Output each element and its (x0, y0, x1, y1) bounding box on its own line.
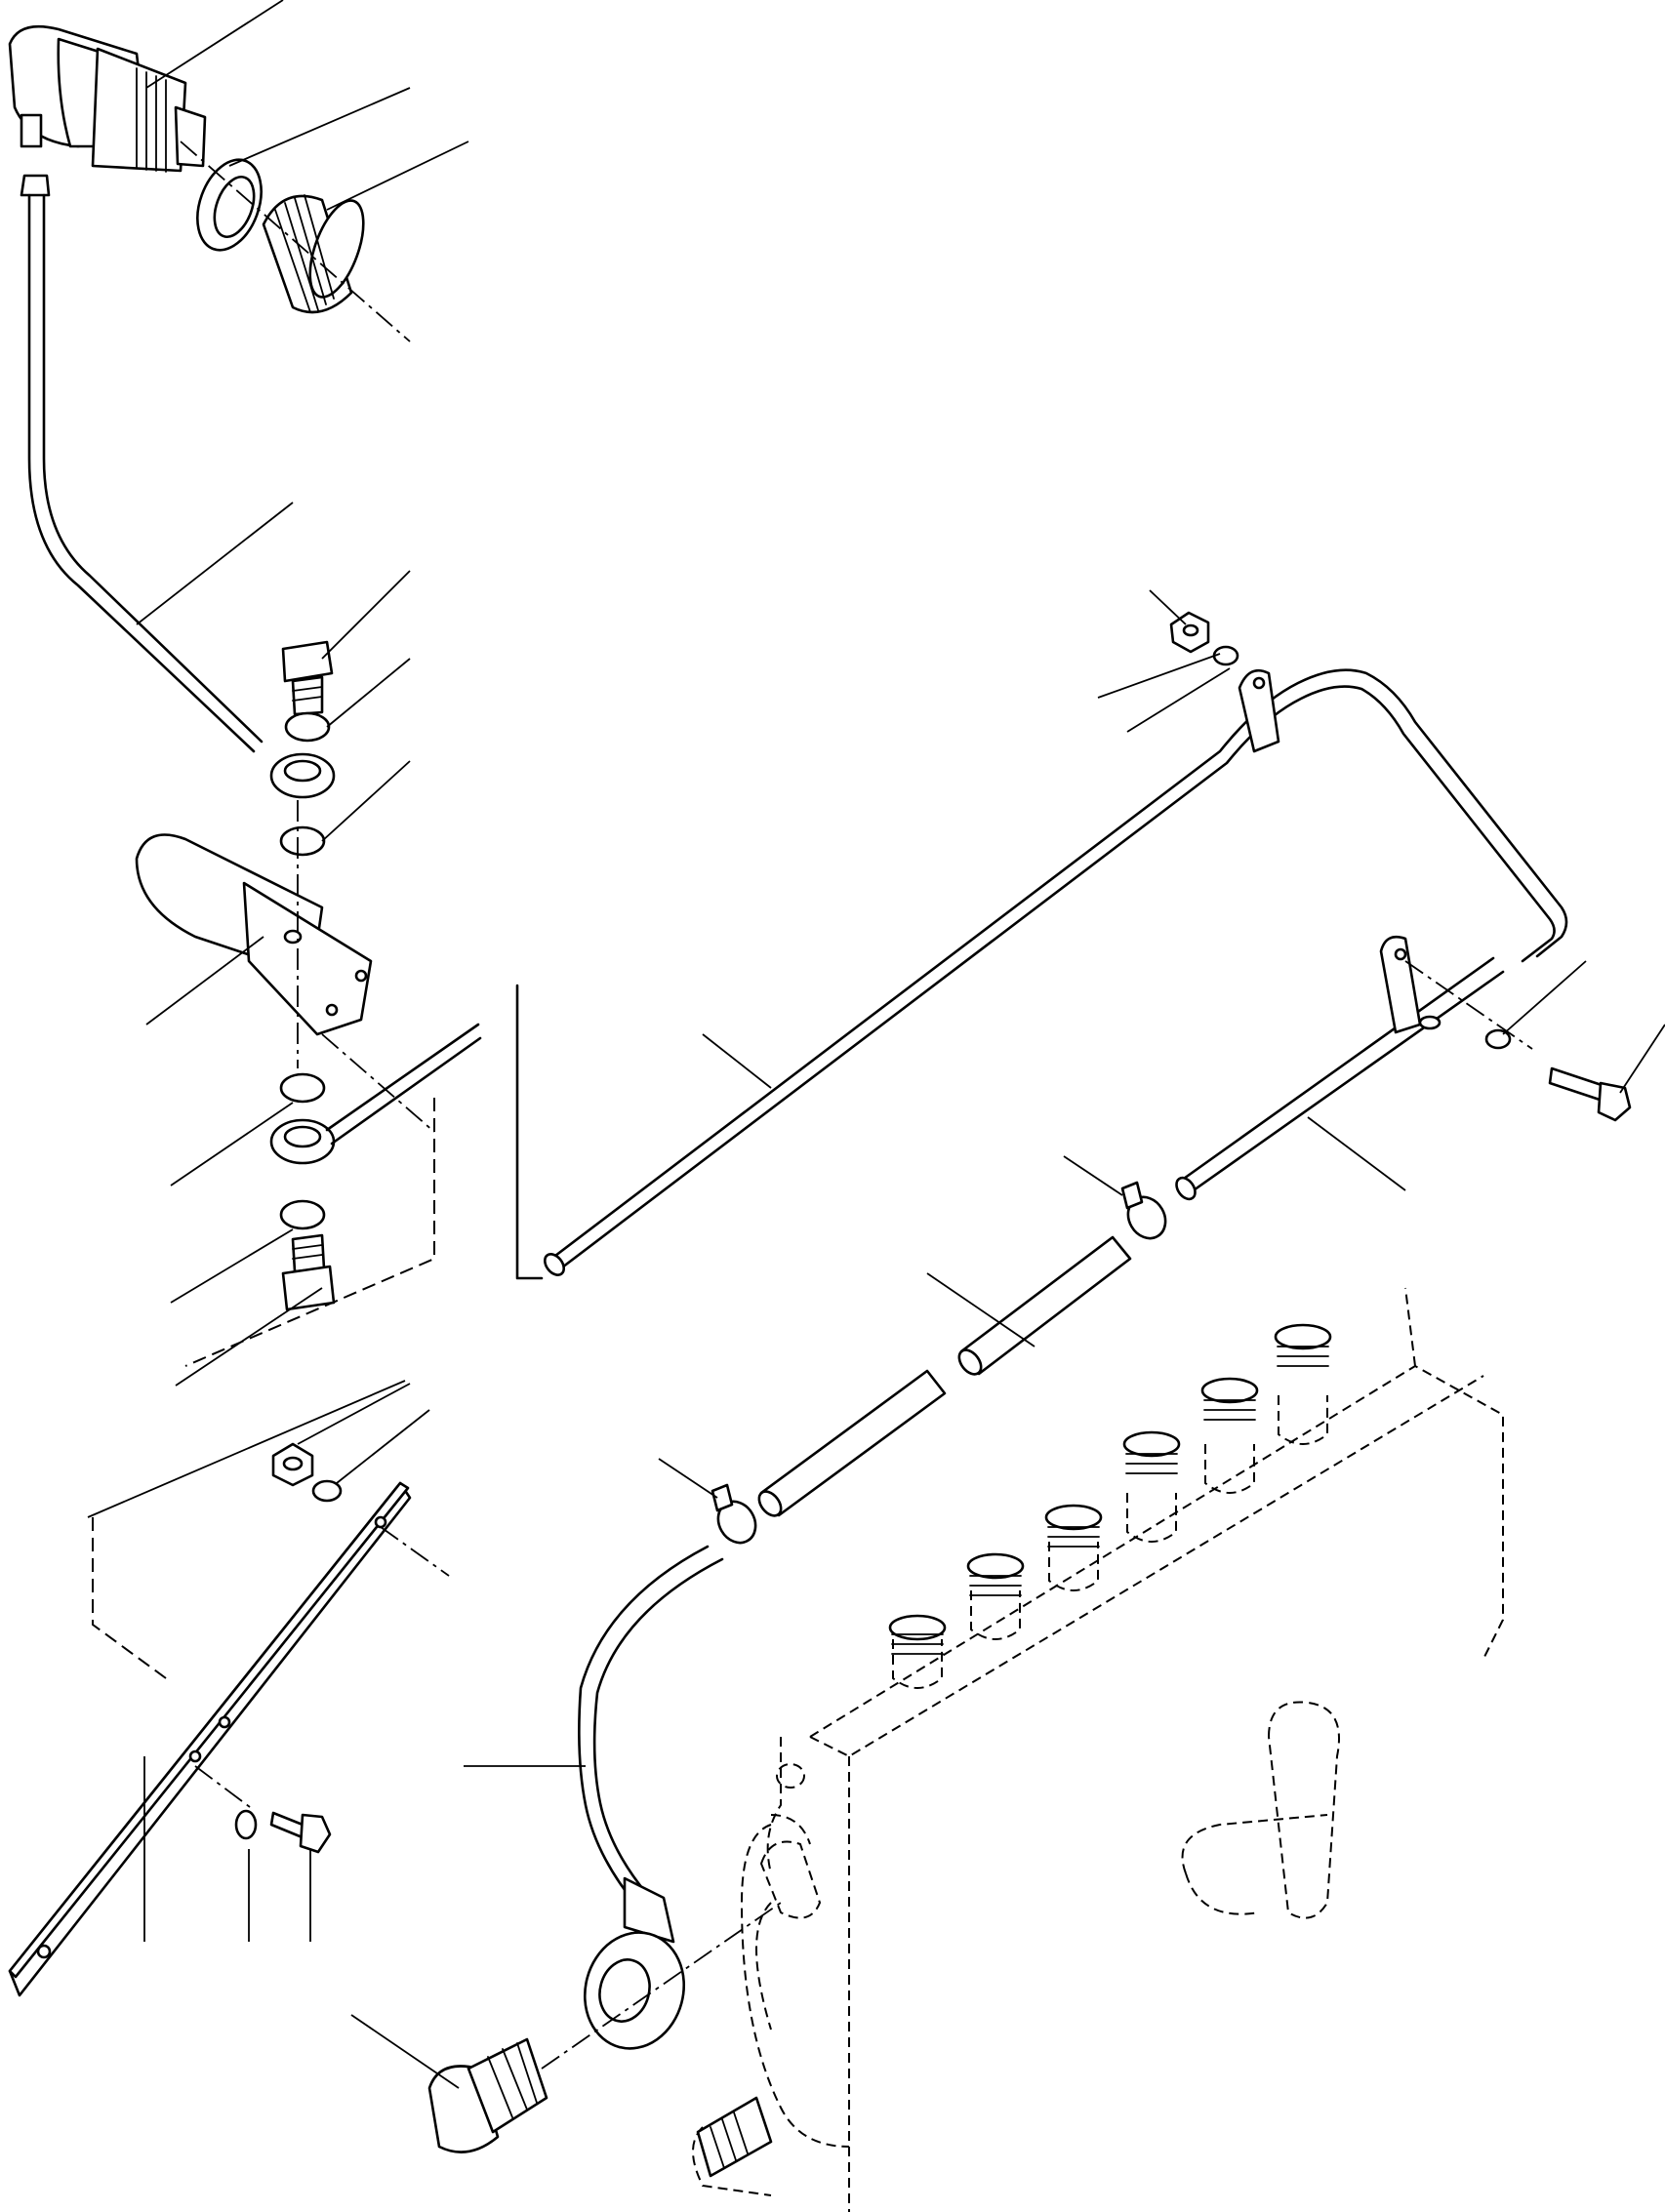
pipe-clamp-lower (1379, 935, 1442, 1034)
return-pipe-left (515, 984, 544, 1280)
clamp-washer-lower (1484, 1028, 1512, 1050)
pipe-clamp-upper (1238, 668, 1280, 753)
delivery-valve-holders (888, 1323, 1332, 1689)
leader-line (87, 1380, 406, 1518)
sender-pipe (20, 174, 264, 753)
leader-line (145, 0, 284, 89)
bracket-washer (311, 1479, 343, 1503)
washer-lower-1 (279, 1072, 326, 1104)
leader-line (1097, 653, 1221, 699)
leader-line (145, 936, 264, 1026)
center-line (380, 1526, 450, 1577)
leader-line (1149, 589, 1187, 625)
leader-line (336, 1409, 430, 1484)
leader-line (1502, 960, 1587, 1035)
center-line (180, 141, 411, 342)
center-line (541, 1902, 782, 2070)
leader-line (658, 1458, 718, 1499)
leader-line (1126, 667, 1231, 733)
banjo-bolt-upper (281, 640, 334, 716)
leader-line (326, 141, 469, 211)
rubber-hose-lower (757, 1369, 947, 1517)
pressure-sender-unit (8, 24, 207, 173)
clamp-washer-upper (1212, 645, 1239, 666)
pump-banjo-fitting (583, 1876, 686, 2050)
assembly-outline (184, 1098, 435, 1367)
seal-washer (196, 158, 263, 252)
bracket-nut (271, 1442, 314, 1487)
hose-clamp-upper (1120, 1181, 1167, 1240)
leader-line (1307, 1116, 1406, 1191)
bracket-outline (92, 1517, 167, 1679)
leader-line (1619, 1024, 1665, 1094)
leader-line (702, 1033, 772, 1089)
leader-line (228, 87, 411, 167)
leader-line (297, 1383, 411, 1445)
rubber-hose-upper (957, 1235, 1132, 1376)
leader-line (170, 1228, 294, 1304)
hollow-bolt (427, 2037, 548, 2153)
leader-line (321, 570, 411, 660)
leader-line (326, 658, 411, 728)
feed-pipe (1175, 956, 1505, 1201)
leader-line (321, 760, 411, 842)
leader-line (136, 502, 294, 625)
banjo-fitting-lower (269, 1023, 482, 1165)
leader-line (175, 1287, 323, 1387)
banjo-fitting-upper (269, 752, 336, 799)
clamp-nut-upper (1169, 611, 1210, 654)
washer-mid (279, 825, 326, 857)
hose-clamp-lower (711, 1483, 757, 1545)
fuel-filter-housing (135, 833, 373, 1036)
center-line (194, 1765, 255, 1811)
clamp-bolt-lower (1548, 1066, 1632, 1122)
leader-line (170, 1102, 294, 1186)
bracket-bolt (269, 1811, 332, 1854)
leader-line (350, 2014, 460, 2089)
center-line (321, 1033, 435, 1133)
center-line (1404, 960, 1533, 1050)
washer-upper (284, 711, 331, 743)
bracket-lock-washer (234, 1809, 258, 1840)
leader-line (1063, 1155, 1123, 1196)
mounting-bracket-plate (8, 1481, 412, 1997)
banjo-bolt-lower (281, 1233, 336, 1311)
threaded-adapter (262, 194, 365, 314)
washer-lower-2 (279, 1199, 326, 1230)
pump-feed-pipe (578, 1545, 724, 1905)
leader-line (926, 1272, 1036, 1347)
injection-pump-outline (692, 1287, 1504, 2212)
